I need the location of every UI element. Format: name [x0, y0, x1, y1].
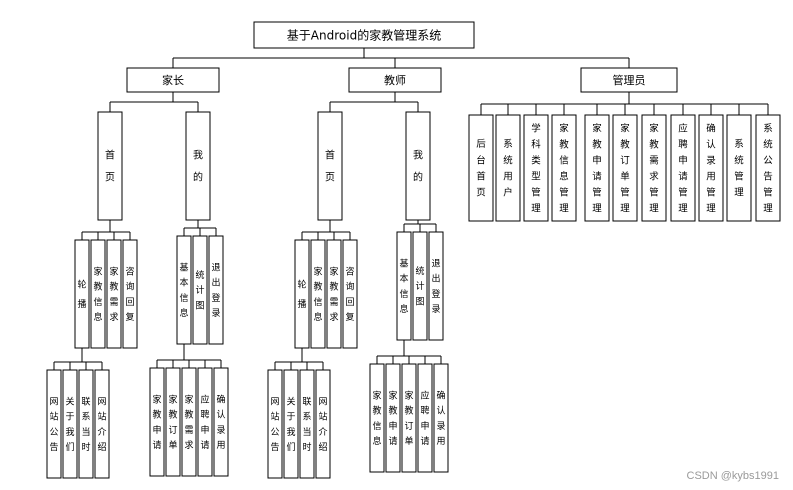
teacher-mine-item-1-label: 统计图 [415, 265, 424, 308]
role-parent-box [126, 67, 220, 93]
parent-home-item-2-label: 家教需求 [109, 265, 118, 323]
admin-item-2-box [523, 114, 549, 222]
teacher-mine-box [405, 111, 431, 221]
teacher-mine-label: 我的 [413, 150, 423, 184]
parent-home-item-1-box [90, 239, 106, 349]
parent-home-sub-0-box [46, 369, 62, 479]
teacher-home-sub-1-box [283, 369, 299, 479]
role-parent-label: 家长 [162, 73, 184, 87]
teacher-home-sub-0-label: 网站公告 [270, 396, 279, 453]
teacher-home-sub-2-box [299, 369, 315, 479]
parent-mine-sub-1-label: 家教订单 [168, 393, 177, 451]
admin-item-6-label: 家教需求管理 [649, 122, 659, 214]
admin-item-0-box [468, 114, 494, 222]
teacher-home-item-1-label: 家教信息 [313, 265, 322, 323]
parent-home-sub-2-box [78, 369, 94, 479]
teacher-mine-sub-3-box [417, 363, 433, 473]
teacher-home-sub-1-label: 关于我们 [286, 395, 295, 453]
teacher-mine-item-0-box [396, 231, 412, 341]
parent-home-label: 首页 [105, 149, 115, 184]
root-box [253, 21, 475, 49]
teacher-home-sub-0-box [267, 369, 283, 479]
admin-item-5-box [612, 114, 638, 222]
admin-item-9-box [726, 114, 752, 222]
parent-mine-sub-4-box [213, 367, 229, 477]
teacher-mine-item-2-label: 退出登录 [431, 258, 440, 315]
admin-item-7-label: 应聘申请管理 [678, 122, 688, 214]
parent-home-sub-1-box [62, 369, 78, 479]
admin-item-5-label: 家教订单管理 [620, 122, 630, 214]
parent-home-item-3-box [122, 239, 138, 349]
parent-mine-sub-1-box [165, 367, 181, 477]
teacher-mine-item-2-box [428, 231, 444, 341]
admin-item-2-label: 学科类型管理 [531, 122, 541, 214]
admin-item-8-box [698, 114, 724, 222]
parent-mine-item-2-label: 退出登录 [211, 262, 220, 319]
teacher-home-sub-3-label: 网站介绍 [318, 396, 327, 453]
role-admin-box [580, 67, 678, 93]
parent-mine-sub-3-box [197, 367, 213, 477]
parent-home-sub-3-box [94, 369, 110, 479]
parent-home-item-1-label: 家教信息 [93, 265, 102, 323]
teacher-home-item-2-label: 家教需求 [329, 265, 338, 323]
teacher-home-item-0-box [294, 239, 310, 349]
teacher-mine-sub-1-label: 家教申请 [388, 389, 397, 447]
teacher-mine-sub-3-label: 应聘申请 [420, 389, 429, 447]
admin-item-10-label: 系统公告管理 [763, 123, 773, 214]
teacher-mine-sub-1-box [385, 363, 401, 473]
teacher-home-sub-3-box [315, 369, 331, 479]
teacher-mine-sub-2-label: 家教订单 [404, 389, 413, 447]
root-label: 基于Android的家教管理系统 [287, 27, 441, 42]
watermark: CSDN @kybs1991 [686, 470, 779, 482]
parent-mine-box [185, 111, 211, 221]
parent-home-sub-0-label: 网站公告 [49, 396, 58, 453]
parent-mine-item-0-box [176, 235, 192, 345]
role-teacher-label: 教师 [384, 74, 406, 87]
parent-mine-item-2-box [208, 235, 224, 345]
parent-mine-sub-2-label: 家教需求 [184, 393, 193, 451]
teacher-mine-sub-0-label: 家教信息 [372, 389, 381, 447]
admin-item-4-label: 家教申请管理 [592, 122, 602, 214]
teacher-mine-sub-4-label: 确认录用 [436, 389, 445, 447]
teacher-home-box [317, 111, 343, 221]
teacher-home-item-3-box [342, 239, 358, 349]
parent-mine-sub-0-label: 家教申请 [152, 393, 161, 451]
teacher-home-item-0-label: 轮播 [297, 278, 306, 310]
parent-mine-label: 我的 [193, 150, 203, 184]
teacher-home-label: 首页 [325, 149, 335, 184]
parent-mine-sub-3-label: 应聘申请 [200, 393, 209, 451]
parent-home-box [97, 111, 123, 221]
role-admin-label: 管理员 [613, 73, 646, 87]
admin-item-1-label: 系统用户 [503, 139, 513, 198]
parent-home-sub-2-label: 联系当时 [81, 396, 90, 453]
admin-item-8-label: 确认录用管理 [706, 122, 716, 214]
parent-mine-sub-2-box [181, 367, 197, 477]
teacher-mine-item-0-label: 基本信息 [399, 257, 408, 315]
parent-home-item-3-label: 咨询回复 [125, 265, 134, 323]
parent-mine-item-1-label: 统计图 [195, 269, 204, 312]
parent-mine-item-0-label: 基本信息 [179, 261, 188, 319]
teacher-mine-sub-2-box [401, 363, 417, 473]
teacher-home-sub-2-label: 联系当时 [302, 396, 311, 453]
admin-item-7-box [670, 114, 696, 222]
admin-item-0-label: 后台首页 [476, 139, 486, 198]
parent-mine-sub-0-box [149, 367, 165, 477]
parent-home-sub-3-label: 网站介绍 [97, 396, 106, 453]
admin-item-9-label: 系统管理 [734, 139, 744, 198]
parent-home-item-0-box [74, 239, 90, 349]
admin-item-1-box [495, 114, 521, 222]
parent-mine-sub-4-label: 确认录用 [216, 393, 225, 451]
teacher-home-item-1-box [310, 239, 326, 349]
admin-item-3-label: 家教信息管理 [559, 122, 569, 214]
parent-home-item-2-box [106, 239, 122, 349]
teacher-mine-sub-4-box [433, 363, 449, 473]
teacher-home-item-2-box [326, 239, 342, 349]
parent-home-item-0-label: 轮播 [77, 278, 86, 310]
teacher-home-item-3-label: 咨询回复 [345, 265, 354, 323]
teacher-mine-sub-0-box [369, 363, 385, 473]
admin-item-4-box [584, 114, 610, 222]
parent-home-sub-1-label: 关于我们 [65, 395, 74, 453]
